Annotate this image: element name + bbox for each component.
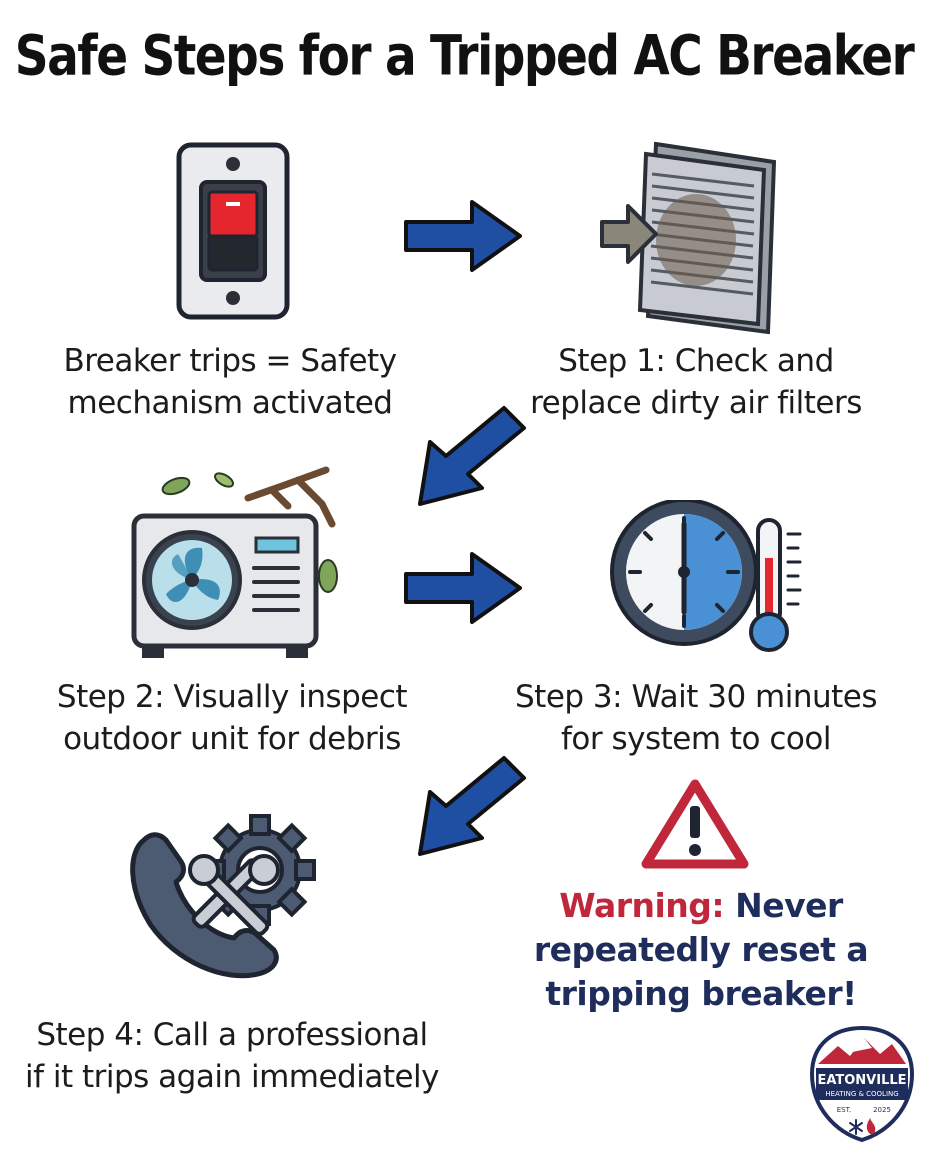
step-0-caption: Breaker trips = Safety mechanism activat… <box>63 343 397 421</box>
warning-triangle-icon <box>640 776 750 872</box>
phone-tools-icon <box>124 812 324 988</box>
step-3-caption: Step 3: Wait 30 minutes for system to co… <box>514 679 878 757</box>
breaker-switch-icon <box>176 142 290 320</box>
arrow-down-left-icon <box>408 752 534 862</box>
arrow-right-icon <box>400 196 526 276</box>
air-filter-icon <box>596 140 780 336</box>
page-title: Safe Steps for a Tripped AC Breaker <box>14 24 915 89</box>
arrow-right-icon <box>400 548 526 628</box>
step-1-caption: Step 1: Check and replace dirty air filt… <box>530 343 862 421</box>
step-4-caption: Step 4: Call a professional if it trips … <box>24 1017 440 1095</box>
logo-name: EATONVILLE <box>817 1073 906 1088</box>
step-2-caption: Step 2: Visually inspect outdoor unit fo… <box>56 679 408 757</box>
eatonville-logo: EATONVILLE HEATING & COOLING EST. 2025 <box>808 1024 916 1144</box>
warning-label: Warning: <box>559 886 725 925</box>
logo-tagline: HEATING & COOLING <box>825 1090 898 1098</box>
clock-thermometer-icon <box>604 500 810 658</box>
flame-icon <box>866 1118 876 1134</box>
warning-message: Warning: Never repeatedly reset a trippi… <box>533 886 869 1013</box>
logo-year: 2025 <box>873 1106 891 1114</box>
snowflake-icon <box>849 1119 863 1135</box>
logo-est: EST. <box>837 1106 852 1114</box>
outdoor-ac-unit-icon <box>122 466 342 662</box>
arrow-down-left-icon <box>408 402 534 512</box>
